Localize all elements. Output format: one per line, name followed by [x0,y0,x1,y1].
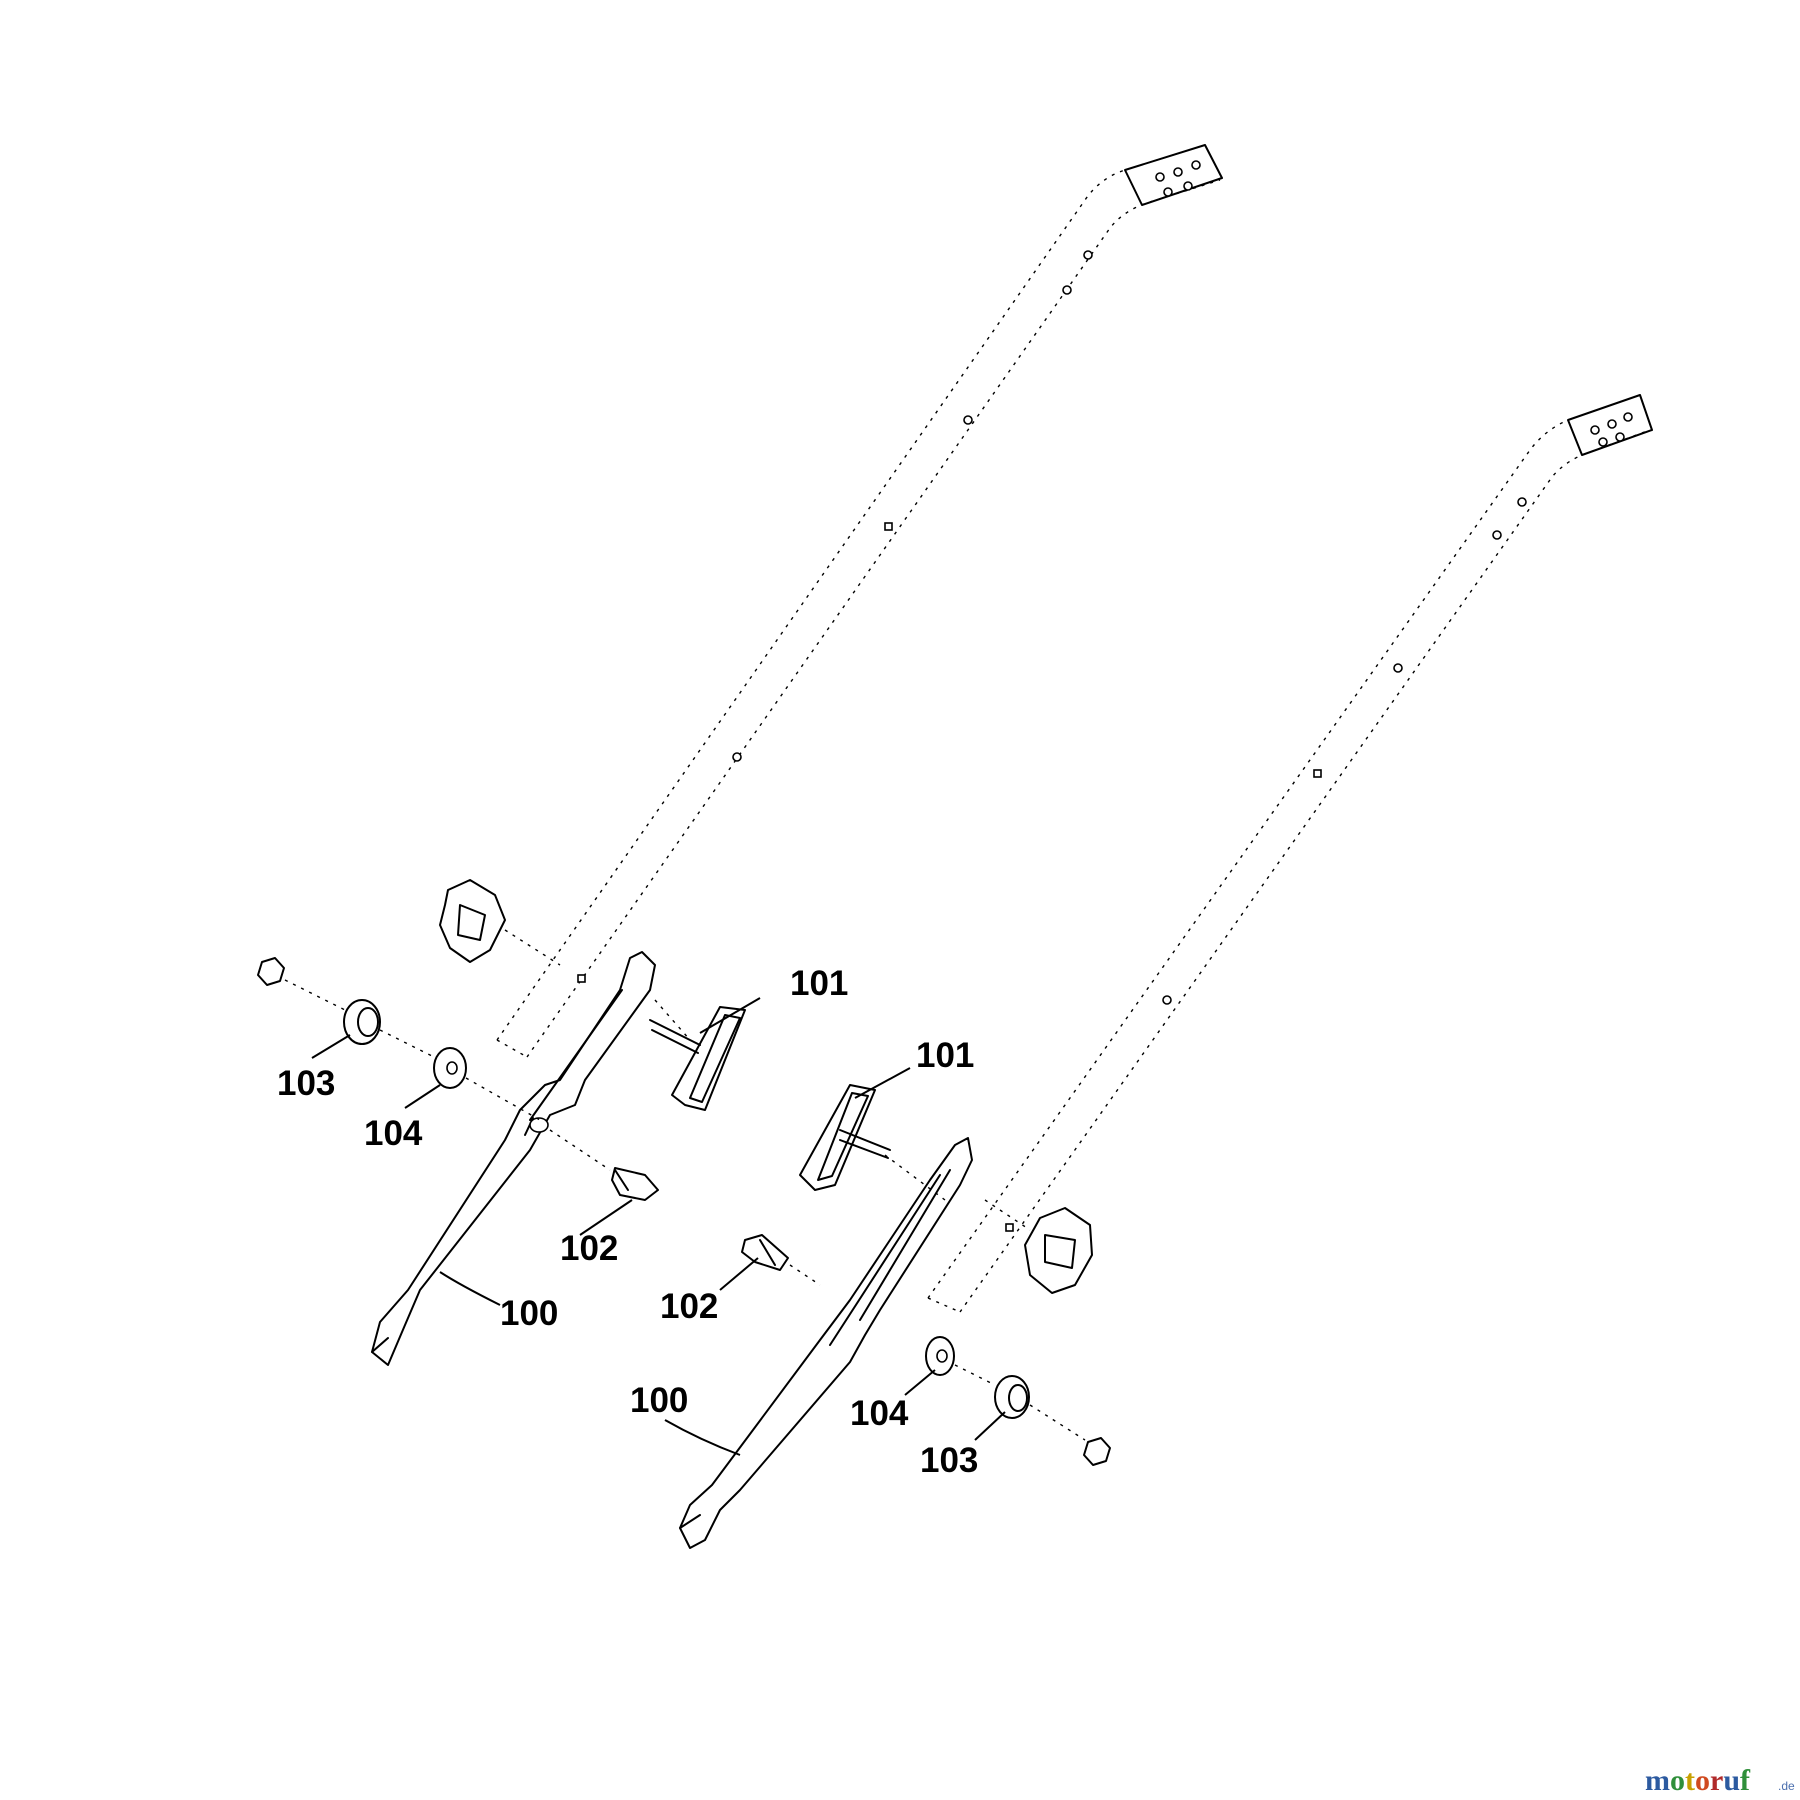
left-lever-arm [371,951,656,1366]
left-bolt [549,1129,659,1201]
callout-left-100: 100 [500,1294,558,1333]
callout-left-101: 101 [790,964,848,1003]
right-handle-tube [927,394,1653,1313]
right-bolt [741,1234,821,1286]
right-adjust-knob [984,1199,1093,1294]
callout-right-102: 102 [660,1287,718,1326]
right-lever-arm [679,1137,973,1549]
left-adjust-knob [439,879,561,966]
callout-right-101: 101 [916,1036,974,1075]
left-washer [433,1047,541,1121]
callout-right-103: 103 [920,1441,978,1480]
watermark-suffix: .de [1778,1779,1795,1793]
callout-left-102: 102 [560,1229,618,1268]
leader-lines [311,997,1006,1456]
left-quick-release-lever [649,999,746,1111]
callout-right-104: 104 [850,1394,909,1433]
left-handle-tube [496,144,1223,1058]
callout-left-103: 103 [277,1064,335,1103]
right-washer [925,1336,996,1386]
right-spacer [994,1375,1086,1441]
left-nut [257,957,346,1011]
right-quick-release-lever [799,1084,946,1201]
watermark-logo: motoruf [1645,1764,1751,1797]
callout-left-104: 104 [364,1114,423,1153]
right-nut [1083,1437,1111,1466]
callout-right-100: 100 [630,1381,688,1420]
left-spacer [343,999,441,1061]
callout-labels: 101 103 104 102 100 101 102 100 104 103 [277,964,978,1480]
motoruf-watermark: motoruf .de [1645,1764,1795,1797]
